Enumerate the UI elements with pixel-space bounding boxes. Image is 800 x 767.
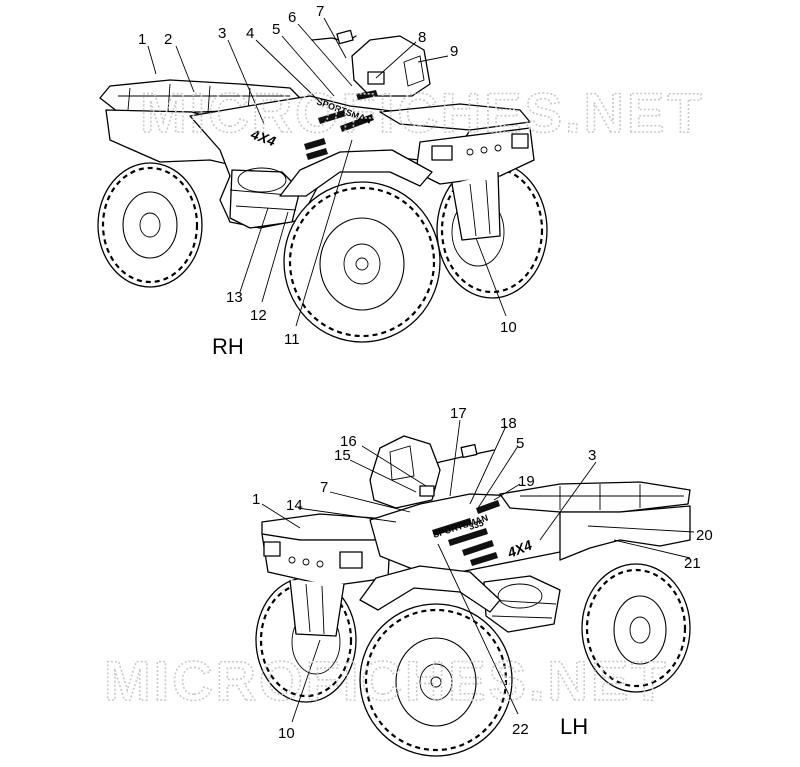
lh-front-fender [359,565,501,613]
lh-callout-10: 10 [278,725,295,742]
rh-callout-2: 2 [164,31,172,48]
lh-decal-stripes [432,500,500,566]
lh-rear-rack [499,481,691,513]
rh-rear-wheel [97,162,203,288]
lh-callout-21: 21 [684,555,701,572]
lh-callout-15: 15 [334,447,351,464]
watermark-bottom: MICROFICHES.NET [104,649,669,712]
rh-front-fender [279,149,433,197]
rh-brush-guard [451,171,501,241]
lh-callout-3: 3 [588,447,596,464]
lh-callouts: 1 14 7 15 16 17 18 5 19 3 20 21 22 10 [252,405,713,742]
lh-callout-20: 20 [696,527,713,544]
lh-callout-19: 19 [518,473,535,490]
lh-brush-guard [289,579,345,637]
lh-near-front-wheel [359,603,513,757]
lh-leader-lines [261,419,695,723]
rh-callout-13: 13 [226,289,243,306]
lh-side-label: LH [560,714,588,739]
rh-side-panel [229,169,301,229]
rh-callout-4: 4 [246,25,254,42]
lh-callout-16: 16 [340,433,357,450]
rh-front-rack [379,103,531,131]
rh-callout-3: 3 [218,25,226,42]
rh-near-front-wheel [283,181,441,343]
lh-engine-decal: 335 [468,518,485,532]
lh-rear-wheel [581,563,691,693]
rh-callout-11: 11 [284,331,300,348]
lh-atv-illustration: SPORTSMAN 335 4X4 [255,435,691,757]
lh-headlight-pod [369,435,441,509]
lh-front-bumper [261,533,391,587]
lh-callout-14: 14 [286,497,303,514]
lh-callout-7: 7 [320,479,328,496]
rh-callout-7: 7 [316,3,324,20]
rh-callout-9: 9 [450,43,458,60]
lh-callout-17: 17 [450,405,467,422]
lh-rear-fender [559,505,691,561]
lh-callout-5: 5 [516,435,524,452]
rh-callout-10: 10 [500,319,517,336]
rh-leader-lines [147,17,507,327]
rh-callout-5: 5 [272,21,280,38]
rh-callout-6: 6 [288,9,296,26]
rh-atv-illustration: SPORTSMAN 4X4 [97,29,548,343]
lh-callout-1: 1 [252,491,260,508]
watermark-top: MICROFICHES.NET [140,81,705,144]
lh-callout-22: 22 [512,721,529,738]
lh-callout-18: 18 [500,415,517,432]
rh-callout-1: 1 [138,31,146,48]
rh-side-label: RH [212,334,244,359]
rh-decal-stripes [304,90,378,160]
rh-callout-12: 12 [250,307,267,324]
rh-callout-8: 8 [418,29,426,46]
rh-callouts: 1 2 3 4 5 6 7 8 9 10 11 12 13 [138,3,517,348]
